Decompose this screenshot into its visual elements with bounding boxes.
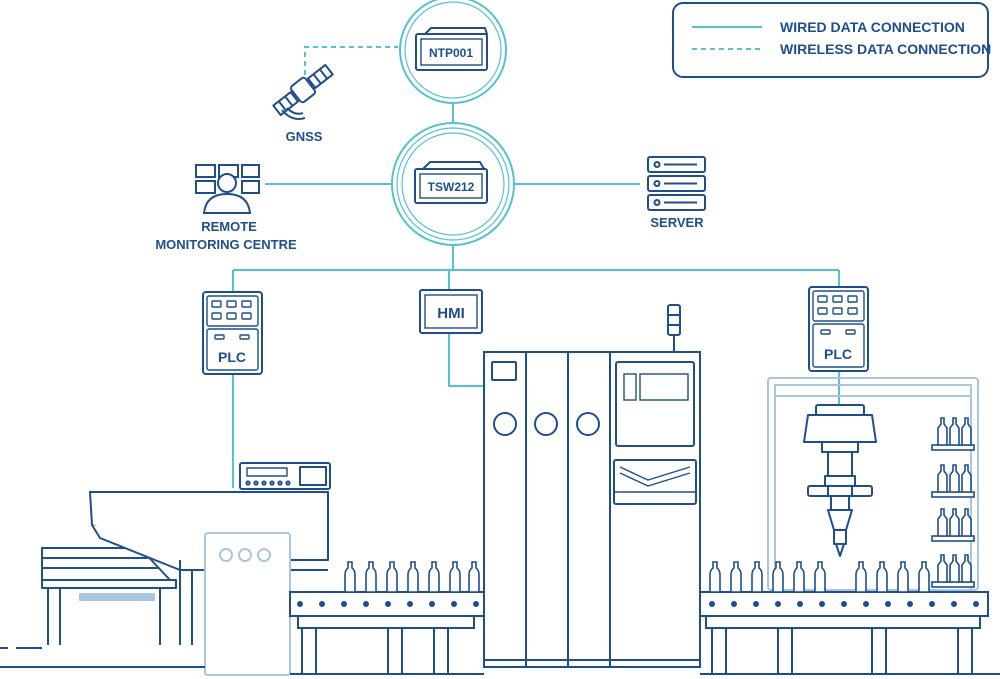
legend-wireless-label: WIRELESS DATA CONNECTION [780, 41, 991, 57]
ntp-label: NTP001 [429, 46, 473, 60]
switch-device: TSW212 [391, 122, 515, 246]
server-label: SERVER [650, 215, 704, 230]
ntp-device: NTP001 [399, 0, 507, 104]
bottles-right [709, 561, 930, 593]
remote-label-line1: REMOTE [201, 219, 257, 234]
left-cabinet [204, 532, 291, 676]
plc-left-label: PLC [218, 349, 246, 365]
plc-left [202, 291, 263, 375]
hmi-label: HMI [437, 305, 465, 322]
legend-wired-label: WIRED DATA CONNECTION [780, 19, 965, 35]
conveyor-left [289, 591, 486, 675]
server-icon [647, 156, 706, 211]
robot-arm [803, 404, 877, 557]
hmi-cabinet-link [448, 333, 485, 387]
bottle-shelf [931, 417, 975, 588]
conveyor-right [699, 591, 989, 675]
bottles-left [344, 561, 480, 593]
switch-label: TSW212 [428, 180, 475, 194]
gnss-label: GNSS [286, 129, 323, 144]
plc-right [808, 286, 869, 372]
wireless-gnss-link [304, 46, 398, 75]
plc-right-label: PLC [824, 346, 852, 362]
satellite-icon [272, 63, 334, 120]
control-cabinet [483, 304, 701, 668]
hmi-panel: HMI [419, 289, 483, 334]
legend: WIRED DATA CONNECTION WIRELESS DATA CONN… [672, 2, 991, 78]
ground-line [0, 647, 1000, 675]
remote-label-line2: MONITORING CENTRE [155, 237, 297, 252]
remote-monitoring-icon [195, 164, 260, 214]
